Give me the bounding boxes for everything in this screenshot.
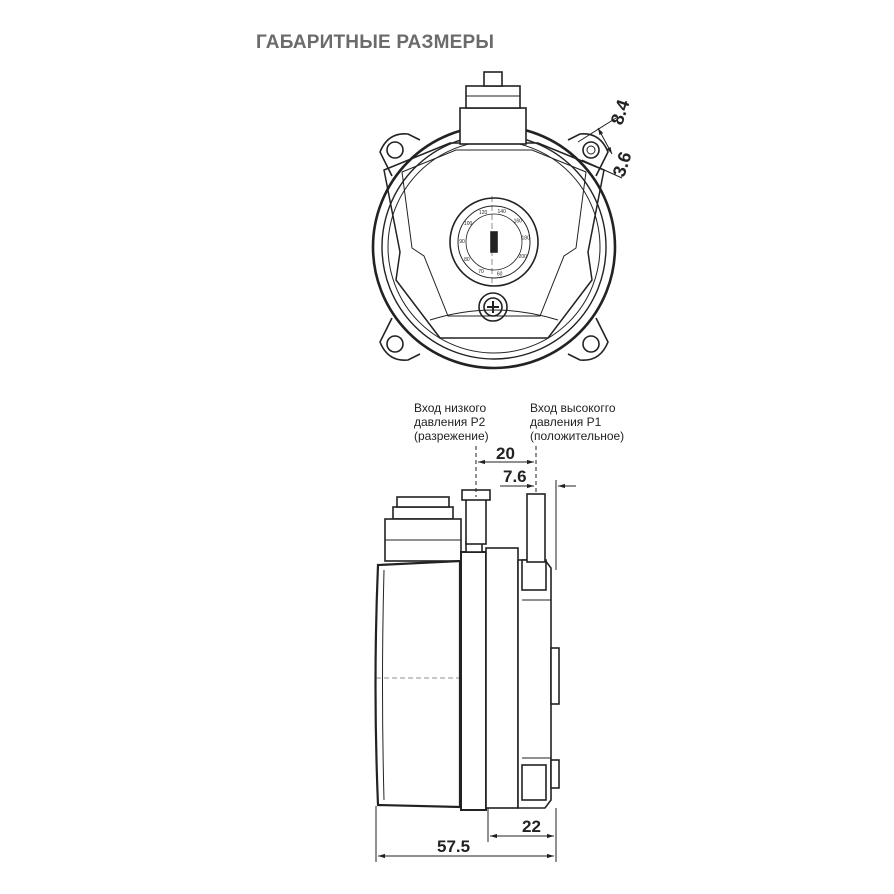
dial-scale-label: 180: [522, 236, 531, 242]
dial-scale-label: 140: [498, 209, 507, 215]
low-pressure-port: [465, 496, 487, 545]
dial-scale-label: 100: [464, 221, 473, 227]
high-pressure-line-1: Вход высокогго: [530, 401, 616, 415]
dial-scale-label: 120: [479, 210, 488, 216]
back-depth-label: 22: [522, 817, 541, 836]
dial-scale: 60 70 80 90 100 120 140 160 180 200: [459, 209, 530, 278]
dial-scale-label: 80: [464, 257, 470, 263]
low-pressure-line-1: Вход низкого: [414, 401, 486, 415]
total-depth-label: 57.5: [437, 837, 470, 856]
ports-distance-label: 20: [496, 444, 515, 463]
dial-scale-label: 160: [514, 219, 523, 225]
top-nozzle: [459, 107, 527, 145]
page-title: ГАБАРИТНЫЕ РАЗМЕРЫ: [256, 32, 495, 53]
dial-scale-label: 60: [497, 272, 503, 278]
hole-dimension: [577, 117, 623, 179]
high-port-offset-label: 7.6: [503, 467, 527, 486]
dial-pointer: [490, 231, 498, 253]
hole-diameter-label: 3.6: [609, 149, 636, 179]
high-pressure-line-2: давления P1: [530, 415, 602, 429]
front-cover: [383, 142, 605, 339]
dial-scale-label: 200: [519, 254, 528, 260]
low-pressure-line-2: давления P2: [414, 415, 486, 429]
mounting-ear-bottom-right: [567, 317, 609, 361]
low-pressure-callout: Вход низкого давления P2 (разрежение): [414, 401, 489, 443]
front-view: 60 70 80 90 100 120 140 160 180 200: [371, 71, 617, 370]
high-pressure-port: [526, 493, 546, 563]
back-plate: [485, 547, 519, 809]
side-dimensions: [375, 446, 576, 862]
main-housing: [374, 559, 462, 809]
flange: [460, 551, 487, 811]
low-pressure-line-3: (разрежение): [414, 429, 489, 443]
high-pressure-line-3: (положительное): [530, 429, 624, 443]
adjustment-screw: [478, 292, 508, 322]
hole-spacing-label: 8.4: [607, 97, 634, 127]
side-view: [374, 489, 560, 811]
dial-scale-label: 70: [478, 269, 484, 275]
dial-scale-label: 90: [459, 239, 465, 245]
high-pressure-callout: Вход высокогго давления P1 (положительно…: [530, 401, 624, 443]
